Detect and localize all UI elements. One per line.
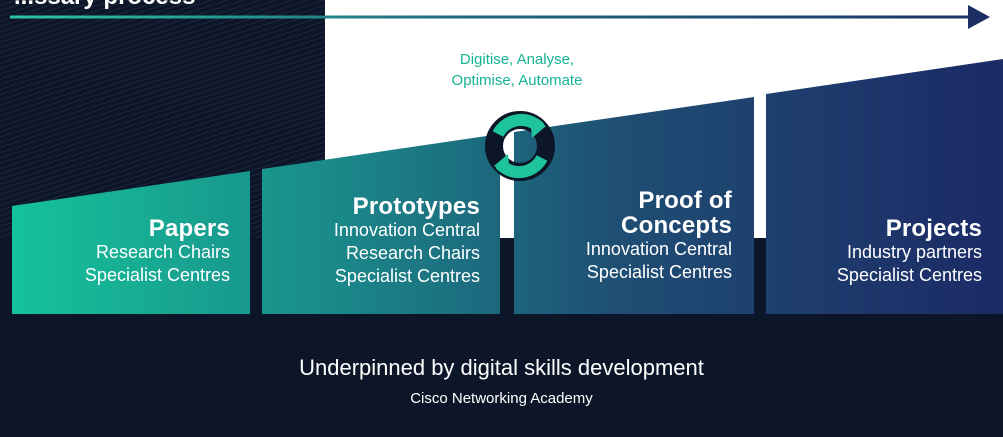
- step-papers: [12, 171, 250, 314]
- column-papers: Papers Research Chairs Specialist Centre…: [30, 216, 230, 287]
- step-proof-of-concepts: [514, 97, 754, 314]
- column-projects: Projects Industry partners Specialist Ce…: [770, 216, 982, 287]
- cycle-caption-line-2: Optimise, Automate: [451, 72, 583, 89]
- cycle-caption-line-1: Digitise, Analyse,: [459, 51, 575, 68]
- column-title: Papers: [148, 215, 230, 242]
- column-title: Prototypes: [352, 193, 480, 220]
- column-line: Industry partners: [846, 242, 982, 262]
- column-title-line-1: Proof of: [638, 187, 732, 214]
- header-partial-text: ...ssary process: [14, 0, 195, 11]
- column-prototypes: Prototypes Innovation Central Research C…: [270, 194, 480, 288]
- step-prototypes: [262, 134, 500, 314]
- cycle-caption: Digitise, Analyse, Optimise, Automate: [412, 49, 622, 91]
- column-title: Projects: [885, 215, 982, 242]
- column-proof-of-concepts: Proof of Concepts Innovation Central Spe…: [522, 188, 732, 284]
- column-line: Innovation Central: [333, 220, 480, 240]
- column-line: Research Chairs: [95, 242, 230, 262]
- refresh-cycle-icon: [485, 111, 555, 181]
- column-line: Specialist Centres: [334, 266, 480, 286]
- column-title-line-2: Concepts: [621, 212, 732, 239]
- step-projects: [766, 59, 1003, 314]
- column-line: Specialist Centres: [84, 265, 230, 285]
- footer-title: Underpinned by digital skills developmen…: [299, 355, 704, 380]
- footer: Underpinned by digital skills developmen…: [0, 353, 1003, 411]
- column-line: Specialist Centres: [586, 262, 732, 282]
- footer-subtitle: Cisco Networking Academy: [410, 390, 593, 407]
- arrow-right-icon: [968, 5, 990, 29]
- column-line: Innovation Central: [585, 239, 732, 259]
- column-line: Research Chairs: [345, 243, 480, 263]
- column-line: Specialist Centres: [836, 265, 982, 285]
